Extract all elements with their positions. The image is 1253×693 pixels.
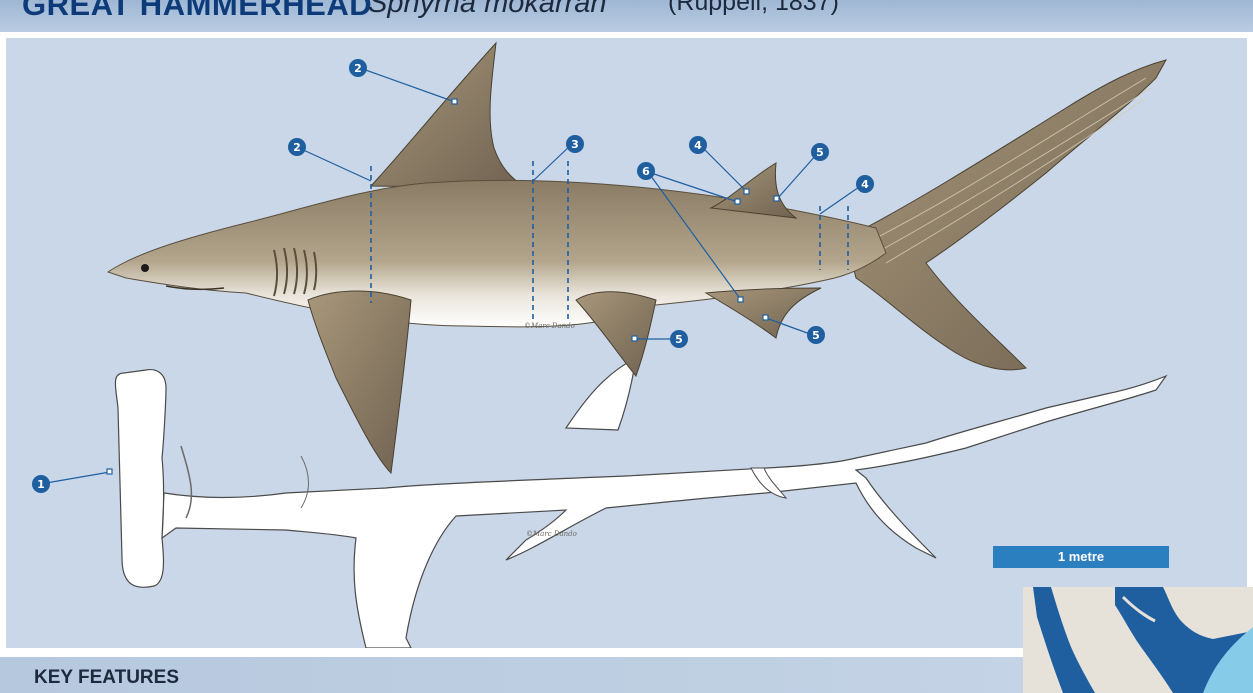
marker-4-dorsal: 4 [689, 136, 707, 154]
scale-bar: 1 metre [993, 546, 1169, 568]
svg-text:1: 1 [37, 478, 45, 491]
marker-5-dorsal: 5 [811, 143, 829, 161]
common-name: GREAT HAMMERHEAD [22, 0, 372, 23]
svg-text:2: 2 [293, 141, 301, 154]
ventral-view-shark: ©Marc Dando [115, 358, 1166, 648]
illustrator-credit-lateral: ©Marc Dando [524, 322, 575, 330]
key-features-header: KEY FEATURES [0, 657, 1030, 693]
svg-text:4: 4 [861, 178, 869, 191]
eye [141, 264, 149, 272]
scientific-name: Sphyrna mokarran [368, 0, 607, 20]
svg-text:2: 2 [354, 62, 362, 75]
first-dorsal-fin [371, 43, 526, 188]
marker-5-anal: 5 [807, 326, 825, 344]
second-dorsal-fin [711, 163, 796, 218]
marker-1-head: 1 [32, 475, 50, 493]
marker-3: 3 [566, 135, 584, 153]
marker-6: 6 [637, 162, 655, 180]
title-bar: GREAT HAMMERHEAD Sphyrna mokarran (Rüppe… [0, 0, 1253, 32]
marker-2-lower: 2 [288, 138, 306, 156]
key-features-heading: KEY FEATURES [34, 667, 179, 689]
svg-text:3: 3 [571, 138, 579, 151]
svg-text:4: 4 [694, 139, 702, 152]
caudal-fin [846, 60, 1166, 370]
marker-5-pelvic: 5 [670, 330, 688, 348]
authority: (Rüppell, 1837) [668, 0, 839, 17]
anal-fin [706, 288, 821, 338]
svg-text:5: 5 [675, 333, 683, 346]
pelvic-fin [576, 292, 656, 376]
svg-text:5: 5 [812, 329, 820, 342]
distribution-map [1023, 587, 1253, 693]
svg-text:6: 6 [642, 165, 650, 178]
marker-2-upper: 2 [349, 59, 367, 77]
marker-4-peduncle: 4 [856, 175, 874, 193]
svg-text:5: 5 [816, 146, 824, 159]
illustrator-credit-ventral: ©Marc Dando [526, 530, 577, 538]
pectoral-fin [308, 291, 411, 473]
